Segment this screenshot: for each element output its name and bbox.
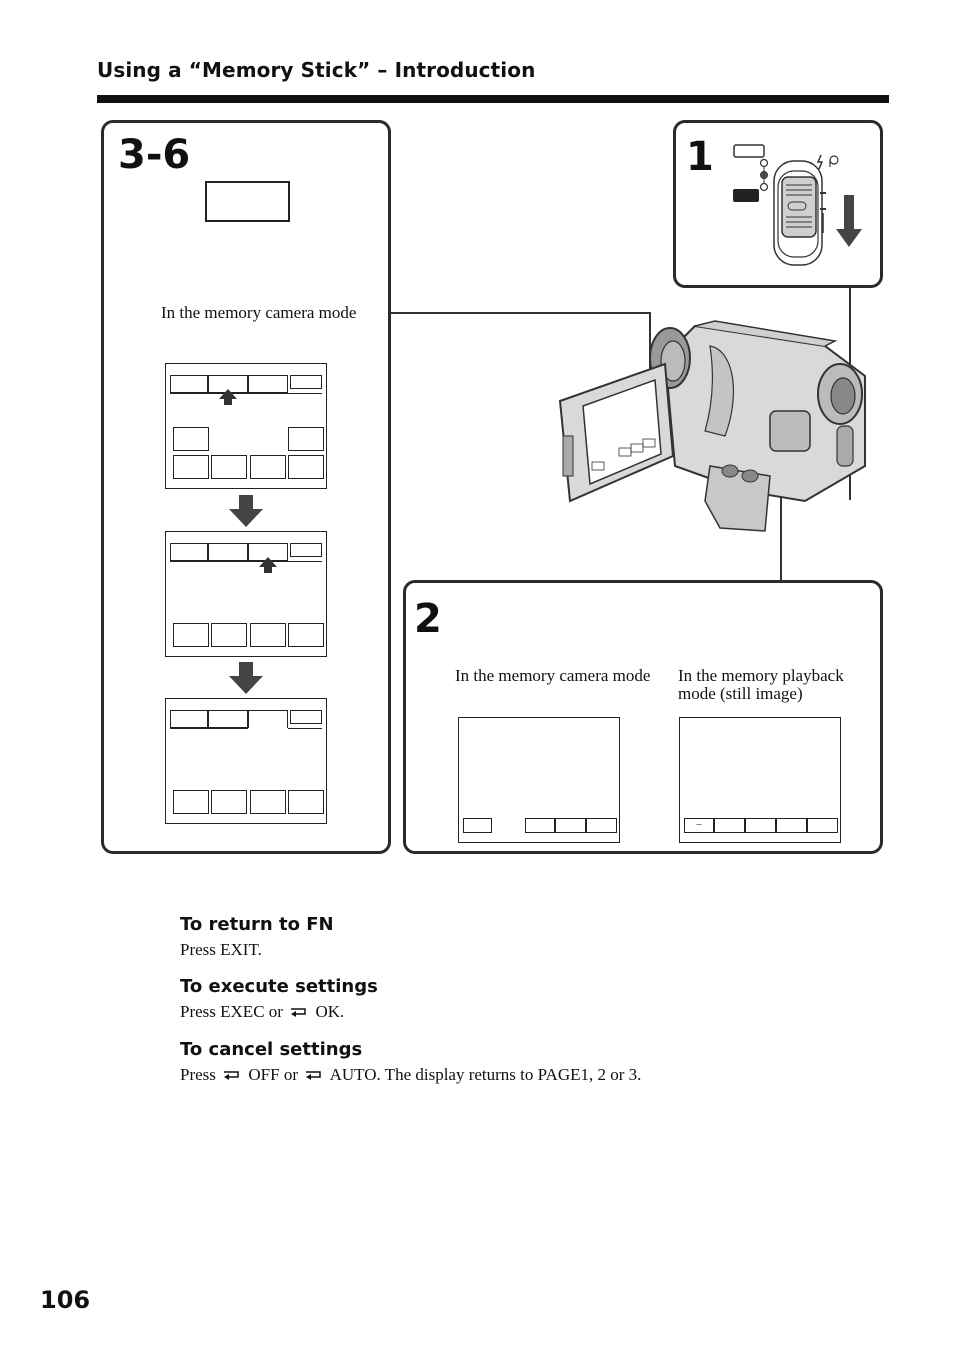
execute-text-2: OK. (315, 1002, 345, 1021)
page-header-title: Using a “Memory Stick” – Introduction (97, 58, 536, 82)
bottom-button-1[interactable] (173, 455, 209, 479)
panel-step-1: 1 (673, 120, 883, 288)
tab-rule (170, 728, 248, 729)
tab-page-1[interactable] (170, 375, 208, 393)
screen-button-2[interactable] (745, 818, 776, 833)
up-arrow-icon (259, 557, 277, 573)
caption-memory-camera-mode: In the memory camera mode (161, 303, 357, 322)
execute-text-1: Press EXEC or (180, 1002, 283, 1021)
lcd-screen-page-2 (165, 531, 327, 657)
menu-button-left[interactable] (173, 427, 209, 451)
bottom-button-4[interactable] (288, 623, 324, 647)
screen-button-2[interactable] (555, 818, 586, 833)
step-label-3-6: 3-6 (118, 132, 191, 178)
lcd-screen-memory-playback: – (679, 717, 841, 843)
down-arrow-icon (229, 495, 263, 527)
exit-button[interactable] (290, 375, 322, 389)
screen-button-3[interactable] (776, 818, 807, 833)
tab-page-1[interactable] (170, 543, 208, 561)
return-arrow-icon (306, 1071, 322, 1080)
lcd-screen-page-1 (165, 363, 327, 489)
camcorder-illustration (558, 320, 866, 532)
screen-button-3[interactable] (586, 818, 617, 833)
menu-button-right[interactable] (288, 427, 324, 451)
fn-button-box (205, 181, 290, 222)
cancel-text-3: AUTO. The display returns to PAGE1, 2 or… (329, 1065, 642, 1084)
tab-rule (288, 728, 322, 729)
step-label-1: 1 (686, 134, 714, 180)
up-arrow-icon (219, 389, 237, 405)
tab-page-3[interactable] (248, 710, 288, 728)
bottom-button-2[interactable] (211, 455, 247, 479)
lcd-screen-memory-camera (458, 717, 620, 843)
screen-button-1[interactable] (714, 818, 745, 833)
cancel-text-1: Press (180, 1065, 216, 1084)
bottom-button-3[interactable] (250, 455, 286, 479)
power-switch-illustration (733, 144, 862, 266)
panel-step-3-6: 3-6 In the memory camera mode (101, 120, 391, 854)
bottom-button-2[interactable] (211, 623, 247, 647)
fn-button[interactable] (463, 818, 492, 833)
tab-page-1[interactable] (170, 710, 208, 728)
tab-page-2[interactable] (208, 543, 248, 561)
tab-page-2[interactable] (208, 710, 248, 728)
bottom-button-4[interactable] (288, 455, 324, 479)
bottom-button-3[interactable] (250, 790, 286, 814)
screen-button-1[interactable] (525, 818, 555, 833)
caption-memory-playback-mode: In the memory playback mode (still image… (678, 666, 844, 703)
bottom-button-1[interactable] (173, 790, 209, 814)
tab-rule (170, 561, 322, 562)
bottom-button-3[interactable] (250, 623, 286, 647)
body-return-to-fn: Press EXIT. (180, 940, 262, 959)
tab-page-3[interactable] (248, 375, 288, 393)
screen-button-4[interactable] (807, 818, 838, 833)
bottom-button-4[interactable] (288, 790, 324, 814)
page-number: 106 (40, 1286, 91, 1314)
body-execute-settings: Press EXEC or OK. (180, 1002, 344, 1022)
heading-execute-settings: To execute settings (180, 976, 378, 997)
down-arrow-icon (229, 662, 263, 694)
cancel-text-2: OFF or (248, 1065, 299, 1084)
tab-rule (170, 393, 322, 394)
return-arrow-icon (291, 1008, 306, 1017)
header-rule (97, 95, 889, 103)
heading-cancel-settings: To cancel settings (180, 1039, 363, 1060)
bottom-button-1[interactable] (173, 623, 209, 647)
lcd-screen-page-3 (165, 698, 327, 824)
minus-button[interactable]: – (684, 818, 714, 833)
bottom-button-2[interactable] (211, 790, 247, 814)
exit-button[interactable] (290, 710, 322, 724)
caption-memory-camera-mode: In the memory camera mode (455, 666, 651, 685)
return-arrow-icon (224, 1071, 239, 1080)
exit-button[interactable] (290, 543, 322, 557)
body-cancel-settings: Press OFF or AUTO. The display returns t… (180, 1065, 641, 1085)
step-label-2: 2 (414, 596, 442, 642)
heading-return-to-fn: To return to FN (180, 914, 334, 935)
panel-step-2: 2 In the memory camera mode In the memor… (403, 580, 883, 854)
